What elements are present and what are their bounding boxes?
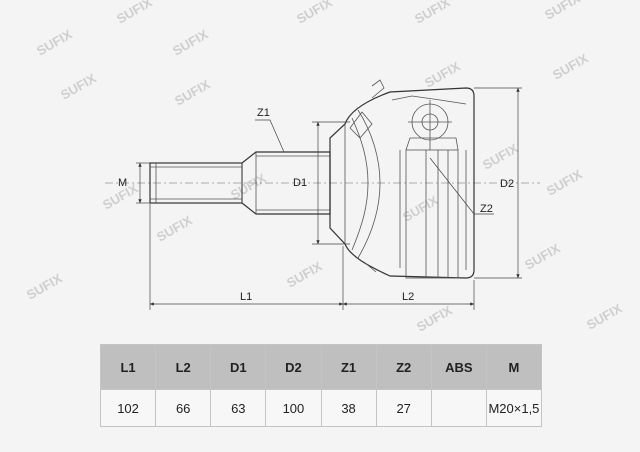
specs-header-row: L1 L2 D1 D2 Z1 Z2 ABS M	[99, 344, 543, 390]
label-z1: Z1	[257, 107, 270, 119]
header-m: M	[485, 344, 543, 390]
value-abs	[430, 389, 487, 427]
header-z2: Z2	[375, 344, 432, 390]
watermark: SUFIX	[522, 240, 563, 272]
label-d1: D1	[293, 177, 307, 189]
label-l1: L1	[240, 291, 252, 303]
watermark: SUFIX	[58, 70, 99, 102]
watermark: SUFIX	[172, 76, 213, 108]
watermark-layer: SUFIX SUFIX SUFIX SUFIX SUFIX SUFIX SUFI…	[24, 0, 625, 335]
label-z2: Z2	[480, 203, 493, 215]
header-l1: L1	[99, 344, 157, 390]
watermark: SUFIX	[480, 140, 521, 172]
watermark: SUFIX	[114, 0, 155, 27]
value-m: M20×1,5	[485, 389, 543, 427]
watermark: SUFIX	[34, 26, 75, 58]
watermark: SUFIX	[154, 212, 195, 244]
value-z1: 38	[320, 389, 377, 427]
value-l2: 66	[155, 389, 212, 427]
watermark: SUFIX	[550, 50, 591, 82]
watermark: SUFIX	[228, 170, 269, 202]
watermark: SUFIX	[422, 58, 463, 90]
joint-housing	[329, 79, 475, 279]
watermark: SUFIX	[414, 302, 455, 334]
value-l1: 102	[99, 389, 157, 427]
label-d2: D2	[500, 178, 514, 190]
watermark: SUFIX	[412, 0, 453, 27]
header-z1: Z1	[320, 344, 377, 390]
value-d2: 100	[265, 389, 322, 427]
label-m: M	[118, 177, 127, 189]
value-z2: 27	[375, 389, 432, 427]
watermark: SUFIX	[294, 0, 335, 27]
value-d1: 63	[210, 389, 267, 427]
watermark: SUFIX	[584, 300, 625, 332]
dimension-lines	[136, 87, 522, 310]
header-d1: D1	[210, 344, 267, 390]
dimension-labels: M D1 D2 Z1 Z2 L1 L2	[118, 107, 514, 303]
label-l2: L2	[402, 291, 414, 303]
watermark: SUFIX	[284, 258, 325, 290]
watermark: SUFIX	[170, 26, 211, 58]
watermark: SUFIX	[544, 166, 585, 198]
watermark: SUFIX	[542, 0, 583, 23]
header-d2: D2	[265, 344, 322, 390]
specs-value-row: 102 66 63 100 38 27 M20×1,5	[99, 389, 543, 427]
watermark: SUFIX	[24, 270, 65, 302]
header-abs: ABS	[430, 344, 487, 390]
cv-joint-drawing: SUFIX SUFIX SUFIX SUFIX SUFIX SUFIX SUFI…	[24, 0, 625, 335]
specs-table: L1 L2 D1 D2 Z1 Z2 ABS M 102 66 63 100 38…	[99, 344, 543, 427]
header-l2: L2	[155, 344, 212, 390]
